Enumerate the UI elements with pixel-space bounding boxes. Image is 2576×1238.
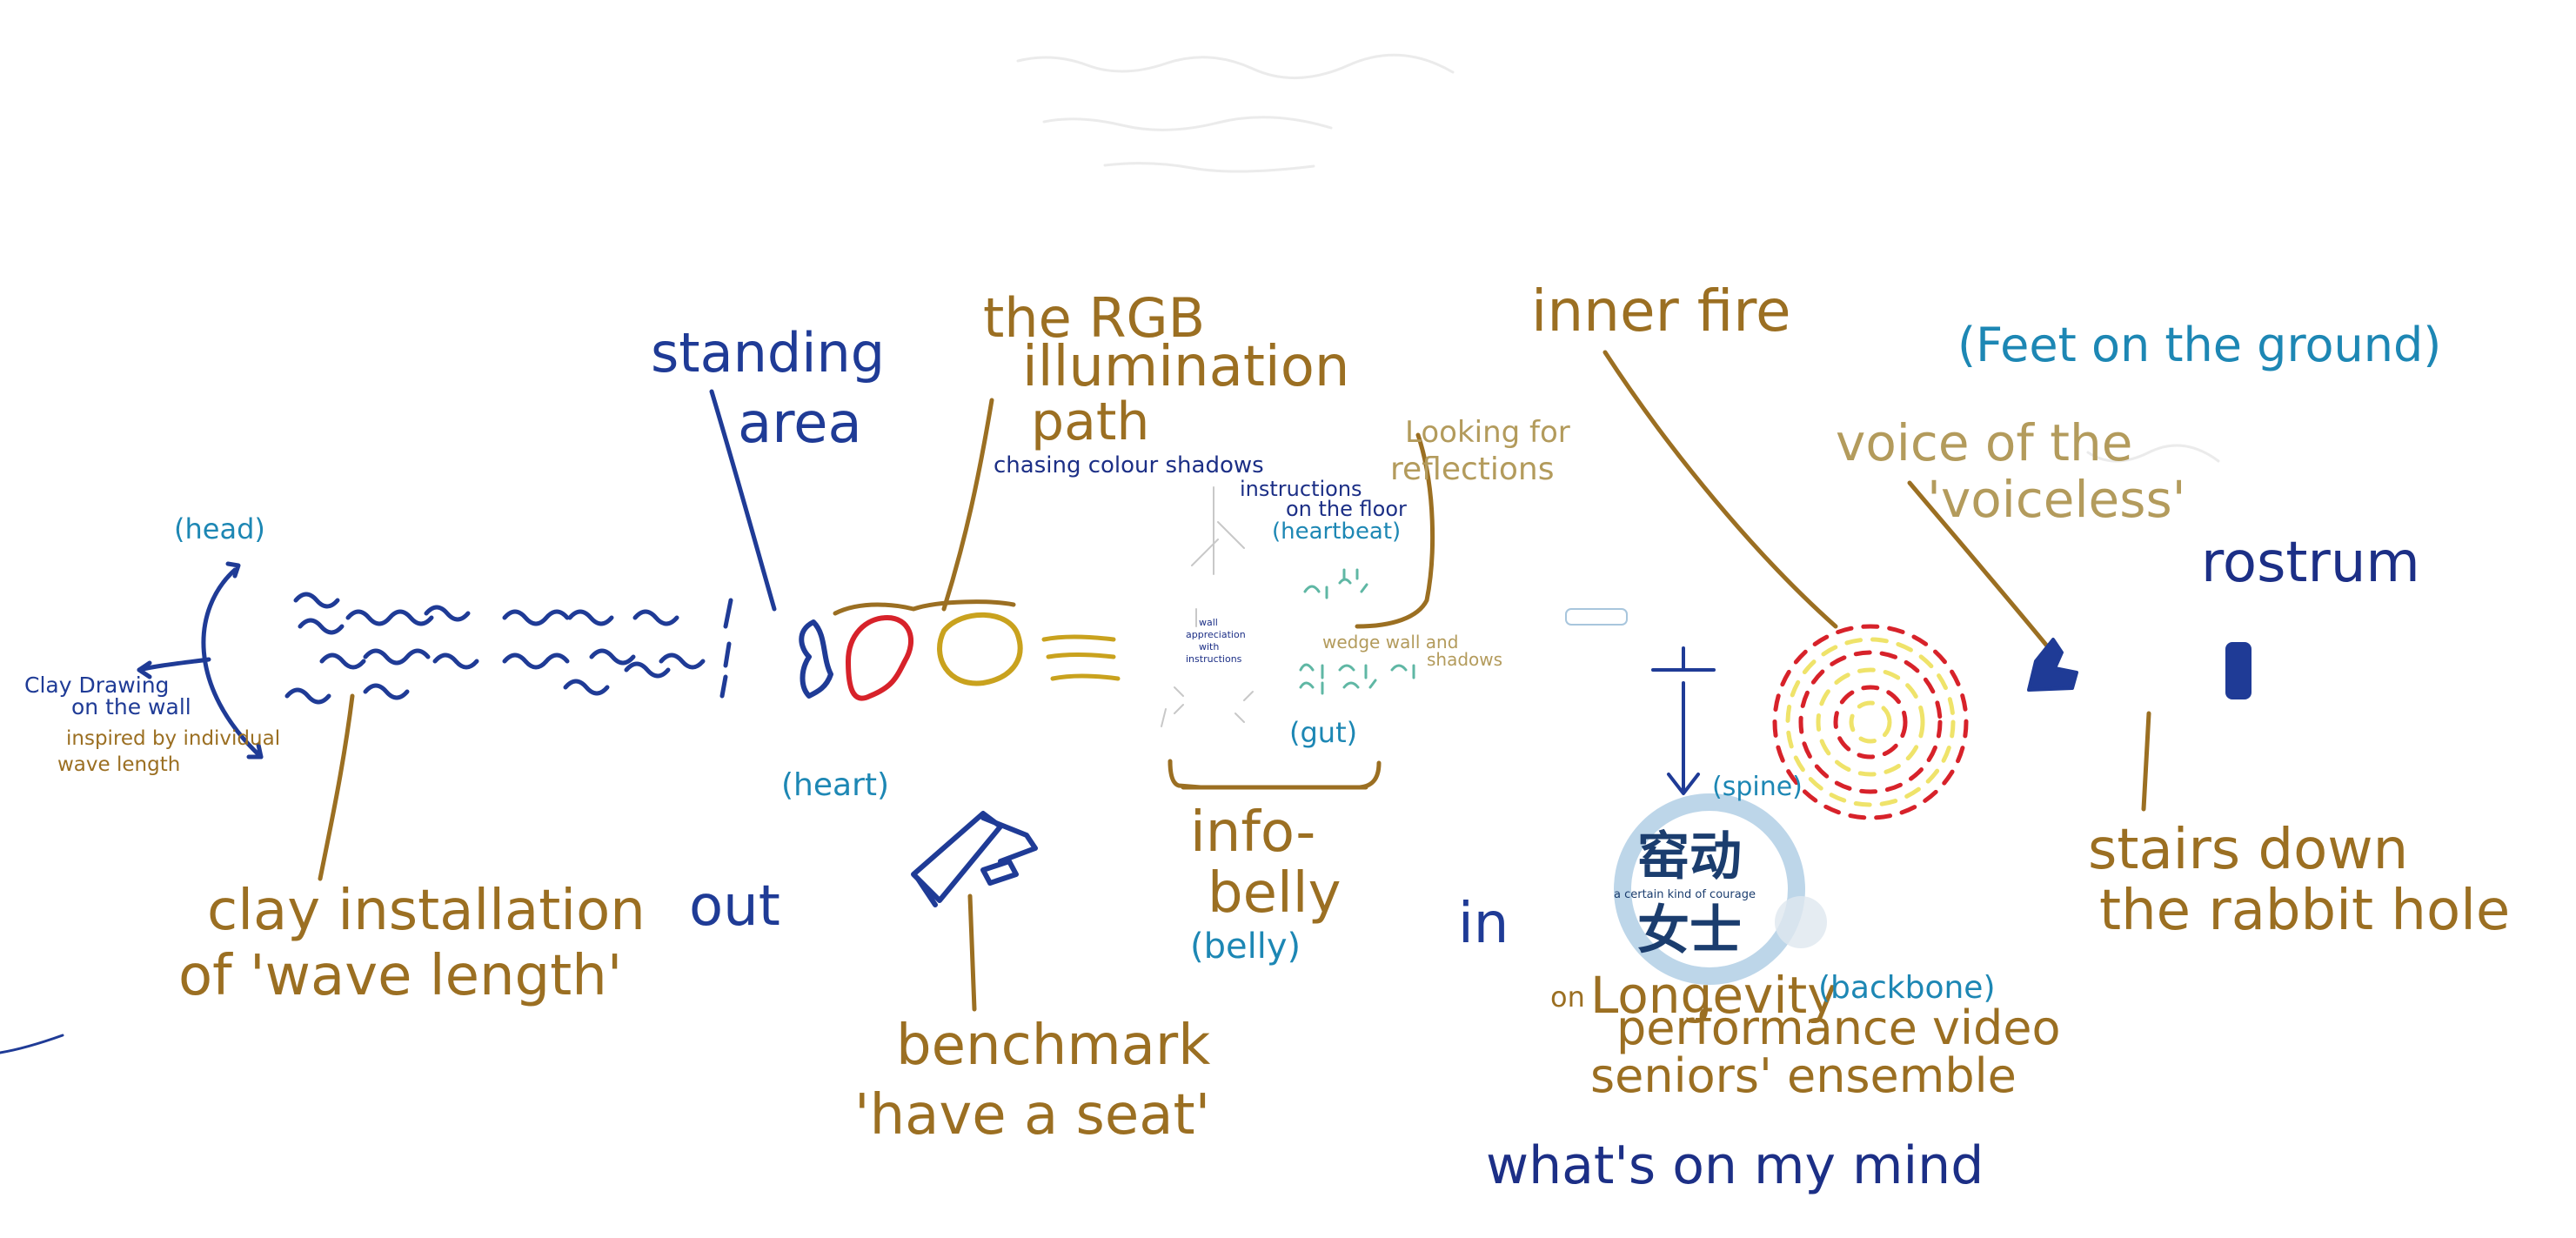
wedge-wall-marks: [1299, 568, 1415, 695]
label-gut: (gut): [1289, 716, 1358, 749]
label-heart: (heart): [781, 767, 890, 803]
label-reflections: reflections: [1390, 452, 1555, 487]
label-feet-on-ground: (Feet on the ground): [1957, 318, 2442, 372]
label-belly-word: belly: [1208, 861, 1342, 926]
label-instructions-small: instructions: [1186, 653, 1242, 665]
label-appreciation: appreciation: [1186, 629, 1246, 640]
standing-leader: [709, 389, 777, 612]
label-illumination: illumination: [1022, 335, 1350, 399]
label-wedge-wall: wedge wall and: [1322, 632, 1459, 652]
label-looking-for: Looking for: [1405, 415, 1570, 450]
label-with: with: [1199, 641, 1220, 652]
label-of-wave-length: of 'wave length': [178, 944, 623, 1008]
wave-pattern: [284, 592, 733, 705]
head-arrow: [137, 561, 264, 760]
label-on: on: [1550, 980, 1585, 1014]
ghost-marks: [1016, 53, 2220, 463]
label-standing: standing: [651, 321, 886, 385]
logo-subtitle: a certain kind of courage: [1614, 888, 1756, 901]
leader-lines: [318, 350, 2151, 1012]
edge-line: [0, 1034, 64, 1054]
label-wall: wall: [1199, 617, 1218, 628]
label-rabbit-hole: the rabbit hole: [2099, 879, 2511, 943]
label-seniors-ensemble: seniors' ensemble: [1590, 1048, 2017, 1103]
label-longevity: Longevity: [1590, 966, 1837, 1025]
gold-dashes: [1041, 634, 1121, 681]
bench-drawing: [911, 811, 1038, 907]
label-benchmark: benchmark: [896, 1014, 1211, 1078]
faint-bench-sketch: [1565, 608, 1628, 626]
label-whats-on-my-mind: what's on my mind: [1486, 1135, 1984, 1196]
label-in: in: [1458, 892, 1509, 956]
label-out: out: [689, 874, 780, 939]
label-head: (head): [174, 512, 265, 545]
label-heartbeat: (heartbeat): [1272, 519, 1402, 545]
label-info: info-: [1190, 800, 1316, 865]
label-wave-length-small: wave length: [57, 753, 181, 776]
label-path: path: [1031, 391, 1150, 452]
label-voiceless: 'voiceless': [1927, 470, 2186, 529]
label-voice-of-the: voice of the: [1836, 413, 2133, 472]
label-inspired: inspired by individual: [66, 727, 281, 750]
faint-sketch: [1161, 486, 1254, 727]
label-stairs-down: stairs down: [2088, 818, 2409, 882]
logo-circle: [1614, 793, 1827, 985]
label-shadows: shadows: [1427, 649, 1503, 670]
label-clay-installation: clay installation: [207, 879, 646, 943]
logo-chinese-bottom: 女士: [1637, 900, 1742, 961]
label-rgb: the RGB: [983, 286, 1206, 350]
logo-chinese-top: 窑动: [1637, 826, 1742, 887]
label-chasing: chasing colour shadows: [994, 452, 1264, 478]
label-performance-video: performance video: [1616, 1000, 2061, 1055]
label-area: area: [738, 391, 862, 456]
label-inner-fire: inner fire: [1531, 278, 1791, 345]
label-on-the-floor: on the floor: [1286, 497, 1407, 521]
label-have-a-seat: 'have a seat': [854, 1083, 1211, 1148]
label-rostrum: rostrum: [2201, 531, 2420, 595]
heart-blobs: [799, 599, 1023, 701]
label-clay-drawing: Clay Drawing: [24, 673, 170, 698]
label-belly: (belly): [1190, 927, 1301, 967]
label-instructions: instructions: [1240, 477, 1362, 501]
inner-fire-circles: [1772, 624, 1969, 820]
spine-arrow: [1651, 646, 1716, 795]
label-backbone: (backbone): [1818, 970, 1996, 1006]
rostrum-shapes: [2027, 638, 2251, 699]
label-on-the-wall: on the wall: [71, 694, 191, 719]
label-spine: (spine): [1712, 772, 1803, 802]
